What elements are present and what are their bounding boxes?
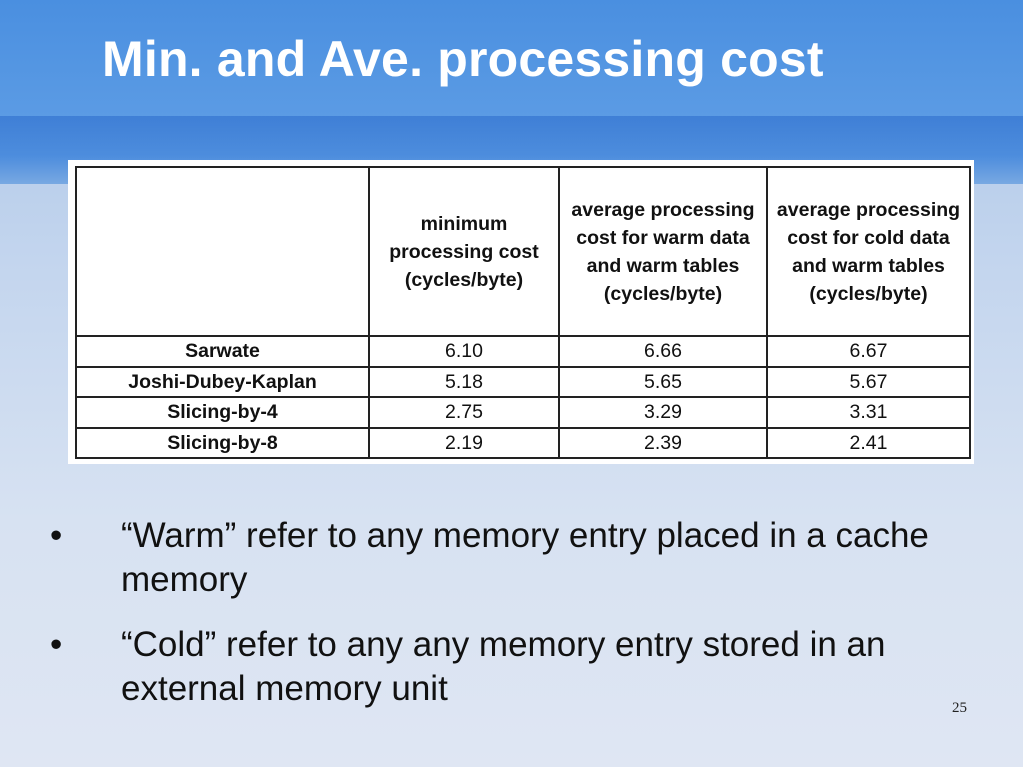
table-cell: 2.41 xyxy=(766,426,971,459)
table-cell: 5.18 xyxy=(368,365,560,398)
table-cell: 3.29 xyxy=(558,396,768,429)
bullet-item: • “Warm” refer to any memory entry place… xyxy=(40,514,980,602)
table-header-row: minimum processing cost (cycles/byte) av… xyxy=(75,166,971,337)
table-row: Sarwate 6.10 6.66 6.67 xyxy=(75,335,971,368)
header-text: average processing cost for cold data an… xyxy=(776,198,961,305)
row-label: Sarwate xyxy=(75,335,370,368)
title-bar xyxy=(0,0,1023,116)
table-cell: 6.10 xyxy=(368,335,560,368)
header-text: average processing cost for warm data an… xyxy=(571,198,755,305)
processing-cost-table: minimum processing cost (cycles/byte) av… xyxy=(75,166,971,459)
header-empty-cell xyxy=(75,166,370,337)
row-label: Joshi-Dubey-Kaplan xyxy=(75,365,370,398)
table-cell: 2.39 xyxy=(558,426,768,459)
table-cell: 3.31 xyxy=(766,396,971,429)
header-average-cold: average processing cost for cold data an… xyxy=(766,166,971,337)
bullet-text: “Warm” refer to any memory entry placed … xyxy=(121,516,929,599)
table-row: Joshi-Dubey-Kaplan 5.18 5.65 5.67 xyxy=(75,365,971,398)
table-row: Slicing-by-8 2.19 2.39 2.41 xyxy=(75,426,971,459)
bullet-list: • “Warm” refer to any memory entry place… xyxy=(40,514,980,732)
header-minimum-cost: minimum processing cost (cycles/byte) xyxy=(368,166,560,337)
table-cell: 2.75 xyxy=(368,396,560,429)
slide-title: Min. and Ave. processing cost xyxy=(102,31,824,87)
slide-number: 25 xyxy=(952,700,967,716)
table-cell: 2.19 xyxy=(368,426,560,459)
row-label: Slicing-by-8 xyxy=(75,426,370,459)
row-label: Slicing-by-4 xyxy=(75,396,370,429)
bullet-marker: • xyxy=(50,625,63,664)
header-average-warm: average processing cost for warm data an… xyxy=(558,166,768,337)
table-cell: 5.65 xyxy=(558,365,768,398)
bullet-text: “Cold” refer to any any memory entry sto… xyxy=(121,625,886,708)
table-cell: 6.67 xyxy=(766,335,971,368)
bullet-item: • “Cold” refer to any any memory entry s… xyxy=(40,623,980,711)
table-row: Slicing-by-4 2.75 3.29 3.31 xyxy=(75,396,971,429)
table-panel: minimum processing cost (cycles/byte) av… xyxy=(68,160,974,464)
bullet-marker: • xyxy=(50,516,63,555)
header-text: minimum processing cost (cycles/byte) xyxy=(389,212,539,291)
table-cell: 6.66 xyxy=(558,335,768,368)
table-cell: 5.67 xyxy=(766,365,971,398)
